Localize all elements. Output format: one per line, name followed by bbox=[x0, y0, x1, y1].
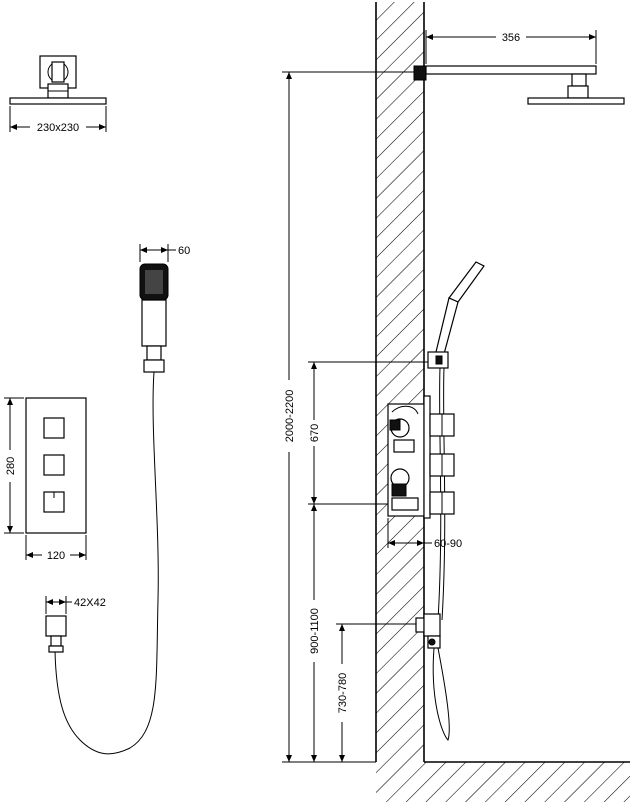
valve-depth-dimension: 60-90 bbox=[387, 518, 462, 550]
hand-shower bbox=[54, 263, 169, 755]
head-height-label: 2000-2200 bbox=[284, 390, 296, 443]
shower-head-front-view bbox=[9, 55, 107, 105]
floor bbox=[376, 761, 630, 802]
panel-width-label: 120 bbox=[47, 550, 65, 562]
head-size-dimension: 230x230 bbox=[9, 106, 107, 134]
arm-length-dimension: 356 bbox=[425, 30, 597, 64]
valve-panel-front-view bbox=[25, 397, 87, 534]
valve-height-dimension: 900-1100 bbox=[306, 504, 322, 762]
valve-spacing-dimension: 670 bbox=[306, 361, 428, 505]
head-height-dimension: 2000-2200 bbox=[281, 71, 414, 763]
outlet-size-dimension: 42X42 bbox=[45, 596, 106, 614]
wall bbox=[375, 2, 425, 762]
valve-spacing-label: 670 bbox=[309, 424, 321, 442]
handle-width-dimension: 60 bbox=[139, 244, 190, 262]
valve-height-label: 900-1100 bbox=[309, 608, 321, 654]
panel-height-dimension: 280 bbox=[3, 397, 24, 534]
panel-height-label: 280 bbox=[5, 457, 17, 475]
valve-depth-label: 60-90 bbox=[434, 538, 462, 550]
wall-outlet-side-view bbox=[415, 613, 441, 649]
head-size-label: 230x230 bbox=[37, 122, 79, 134]
outlet-height-dimension: 730-780 bbox=[334, 623, 416, 762]
outlet-height-label: 730-780 bbox=[337, 673, 349, 713]
wall-outlet-front-view bbox=[45, 615, 67, 653]
arm-length-label: 356 bbox=[502, 32, 520, 44]
handle-width-label: 60 bbox=[178, 245, 190, 257]
shower-arm-side-view bbox=[413, 65, 625, 105]
concealed-valve-side-view bbox=[387, 395, 455, 519]
outlet-size-label: 42X42 bbox=[74, 597, 106, 609]
panel-width-dimension: 120 bbox=[25, 535, 87, 562]
